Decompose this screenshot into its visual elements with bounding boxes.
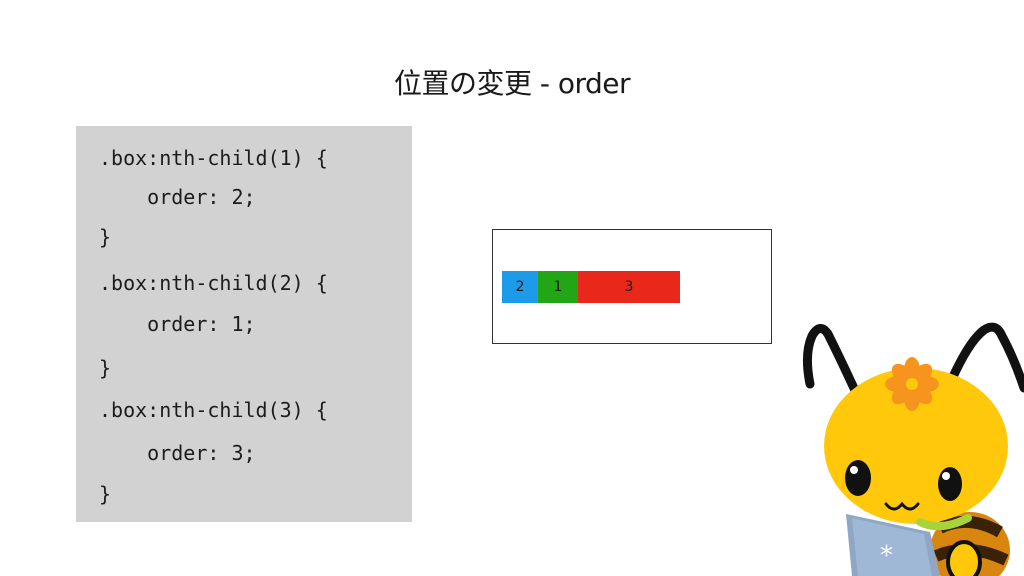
code-line: .box:nth-child(2) { bbox=[99, 271, 328, 295]
bee-head bbox=[824, 368, 1008, 524]
flex-row: 2 1 3 bbox=[502, 271, 680, 303]
bee-mouth bbox=[884, 501, 920, 511]
bee-eye-left bbox=[845, 460, 871, 496]
code-line: } bbox=[99, 482, 112, 506]
flex-demo-container: 2 1 3 bbox=[492, 229, 772, 344]
flex-box-2: 2 bbox=[502, 271, 538, 303]
code-line: order: 2; bbox=[99, 185, 256, 209]
code-line: .box:nth-child(1) { bbox=[99, 146, 328, 170]
box-label: 2 bbox=[515, 279, 525, 295]
slide-title: 位置の変更 - order bbox=[393, 67, 631, 100]
laptop-icon: * bbox=[846, 514, 940, 576]
code-line: .box:nth-child(3) { bbox=[99, 398, 328, 422]
bee-eye-right bbox=[938, 467, 962, 501]
svg-text:*: * bbox=[880, 541, 893, 571]
box-label: 1 bbox=[553, 279, 563, 295]
code-block: .box:nth-child(1) { order: 2; } .box:nth… bbox=[76, 126, 412, 522]
code-line: order: 1; bbox=[99, 312, 256, 336]
flower-icon bbox=[885, 357, 939, 411]
bee-mascot-icon: * bbox=[802, 322, 1024, 576]
code-line: } bbox=[99, 356, 112, 380]
flex-box-3: 3 bbox=[578, 271, 680, 303]
box-label: 3 bbox=[624, 279, 634, 295]
code-line: } bbox=[99, 225, 112, 249]
flex-box-1: 1 bbox=[538, 271, 578, 303]
code-line: order: 3; bbox=[99, 441, 256, 465]
